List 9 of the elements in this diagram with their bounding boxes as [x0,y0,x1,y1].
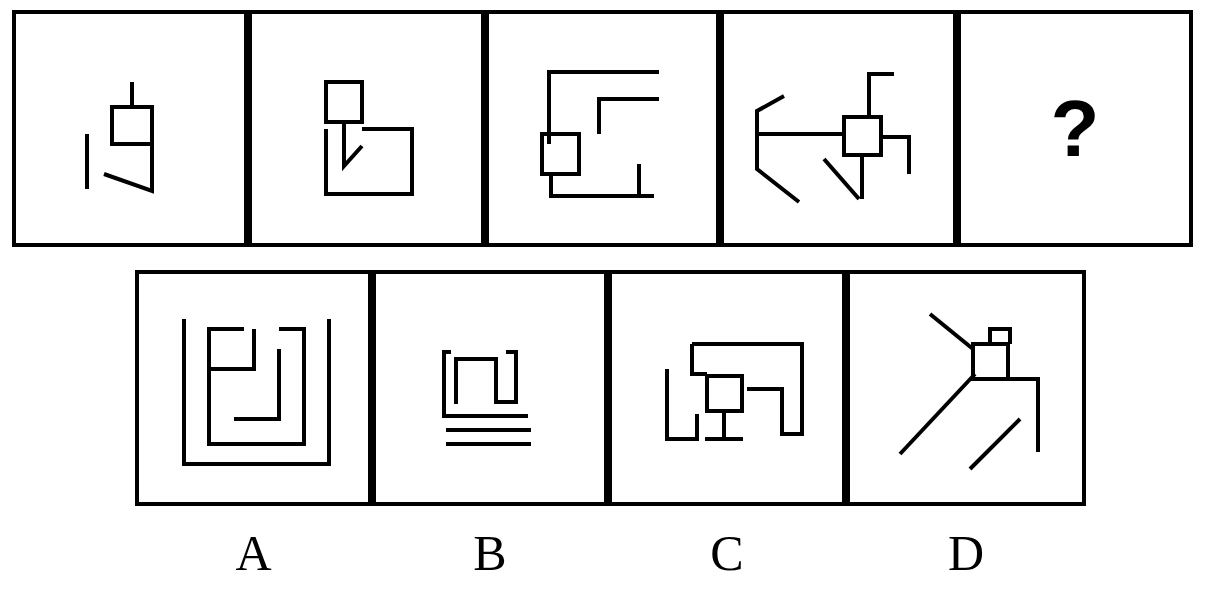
figure-cell [846,270,1086,506]
question-mark: ? [1050,88,1100,169]
option-letter: D [947,528,985,578]
option-letter: C [710,528,744,578]
figure-cell [135,270,372,506]
option-letter: A [235,528,272,578]
figure-cell [12,10,248,247]
figure-cell [957,10,1193,247]
option-letter: B [473,528,507,578]
